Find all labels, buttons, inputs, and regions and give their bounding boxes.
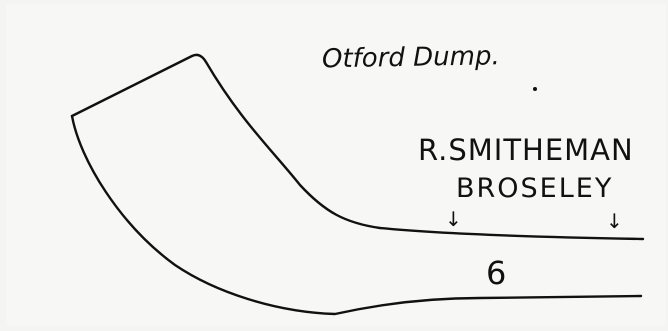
- sketch-heading: Otford Dump.: [322, 41, 500, 74]
- paper-sheet: [6, 4, 666, 326]
- pipe-heel-and-stem-bottom-outline: [70, 114, 643, 316]
- maker-place: BROSELEY: [456, 173, 613, 204]
- arrow-down-icon: ↓: [445, 207, 462, 231]
- pipe-number: 6: [486, 254, 506, 292]
- pen-dot: [533, 87, 537, 91]
- maker-name: R.SMITHEMAN: [418, 133, 634, 167]
- pipe-bowl-and-stem-top-outline: [70, 53, 645, 241]
- arrow-down-icon: ↓: [606, 209, 623, 233]
